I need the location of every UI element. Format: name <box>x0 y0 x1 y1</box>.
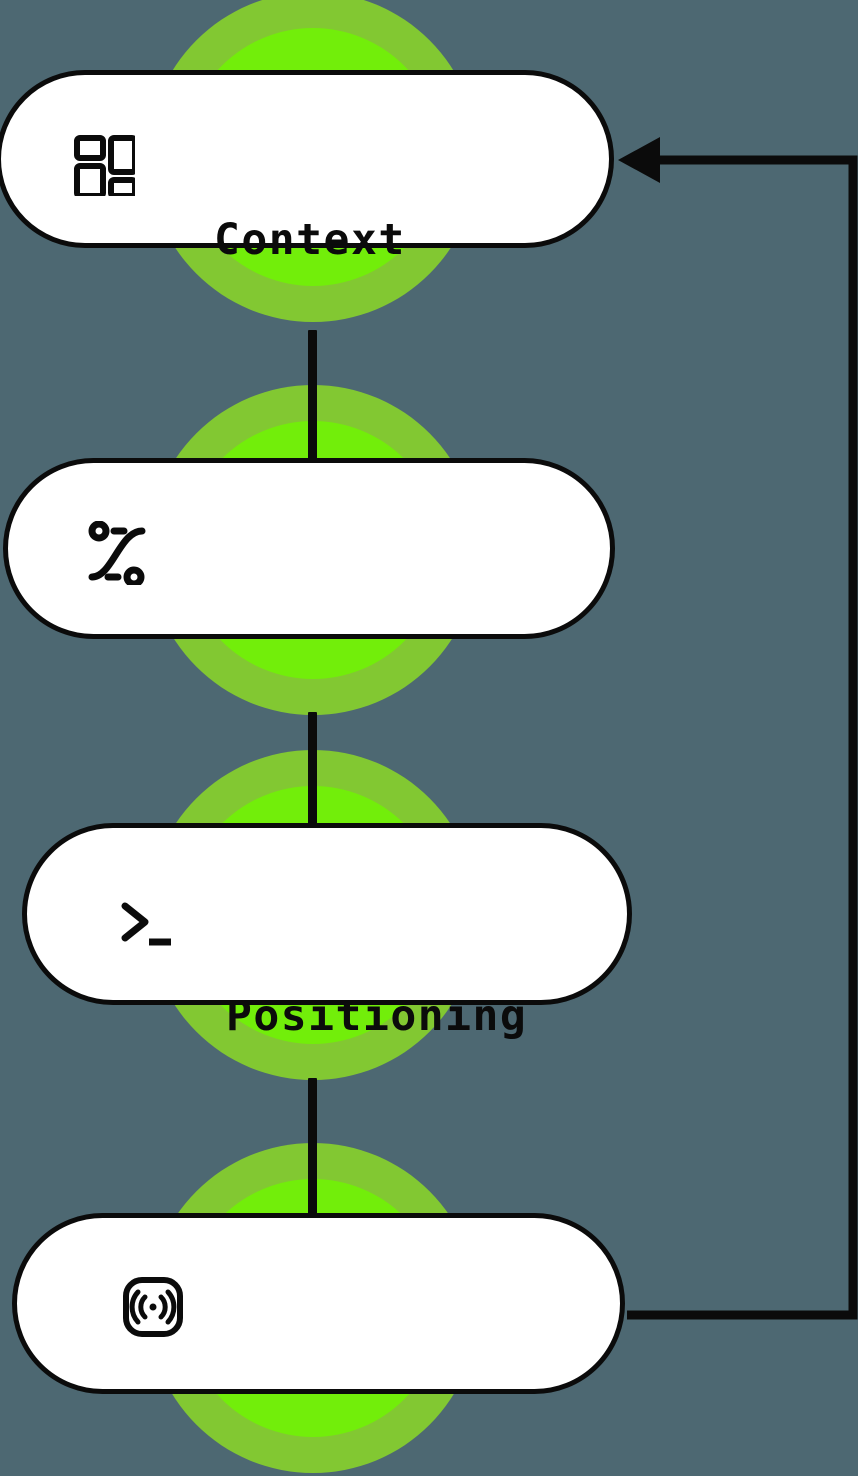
connector-positioning-execution <box>308 712 317 828</box>
connector-context-positioning <box>308 330 317 462</box>
node-positioning[interactable]: Positioning <box>3 458 615 1038</box>
spline-curve-icon <box>84 520 148 588</box>
node-signal[interactable]: Signal <box>12 1213 625 1394</box>
node-execution[interactable]: Execution <box>22 823 632 1005</box>
connector-execution-signal <box>308 1078 317 1218</box>
layout-dashboard-icon <box>71 132 138 199</box>
node-context[interactable]: Context <box>0 70 614 262</box>
radio-signal-icon <box>121 1275 185 1339</box>
node-context-label: Context <box>214 215 406 265</box>
terminal-prompt-icon <box>113 890 177 954</box>
